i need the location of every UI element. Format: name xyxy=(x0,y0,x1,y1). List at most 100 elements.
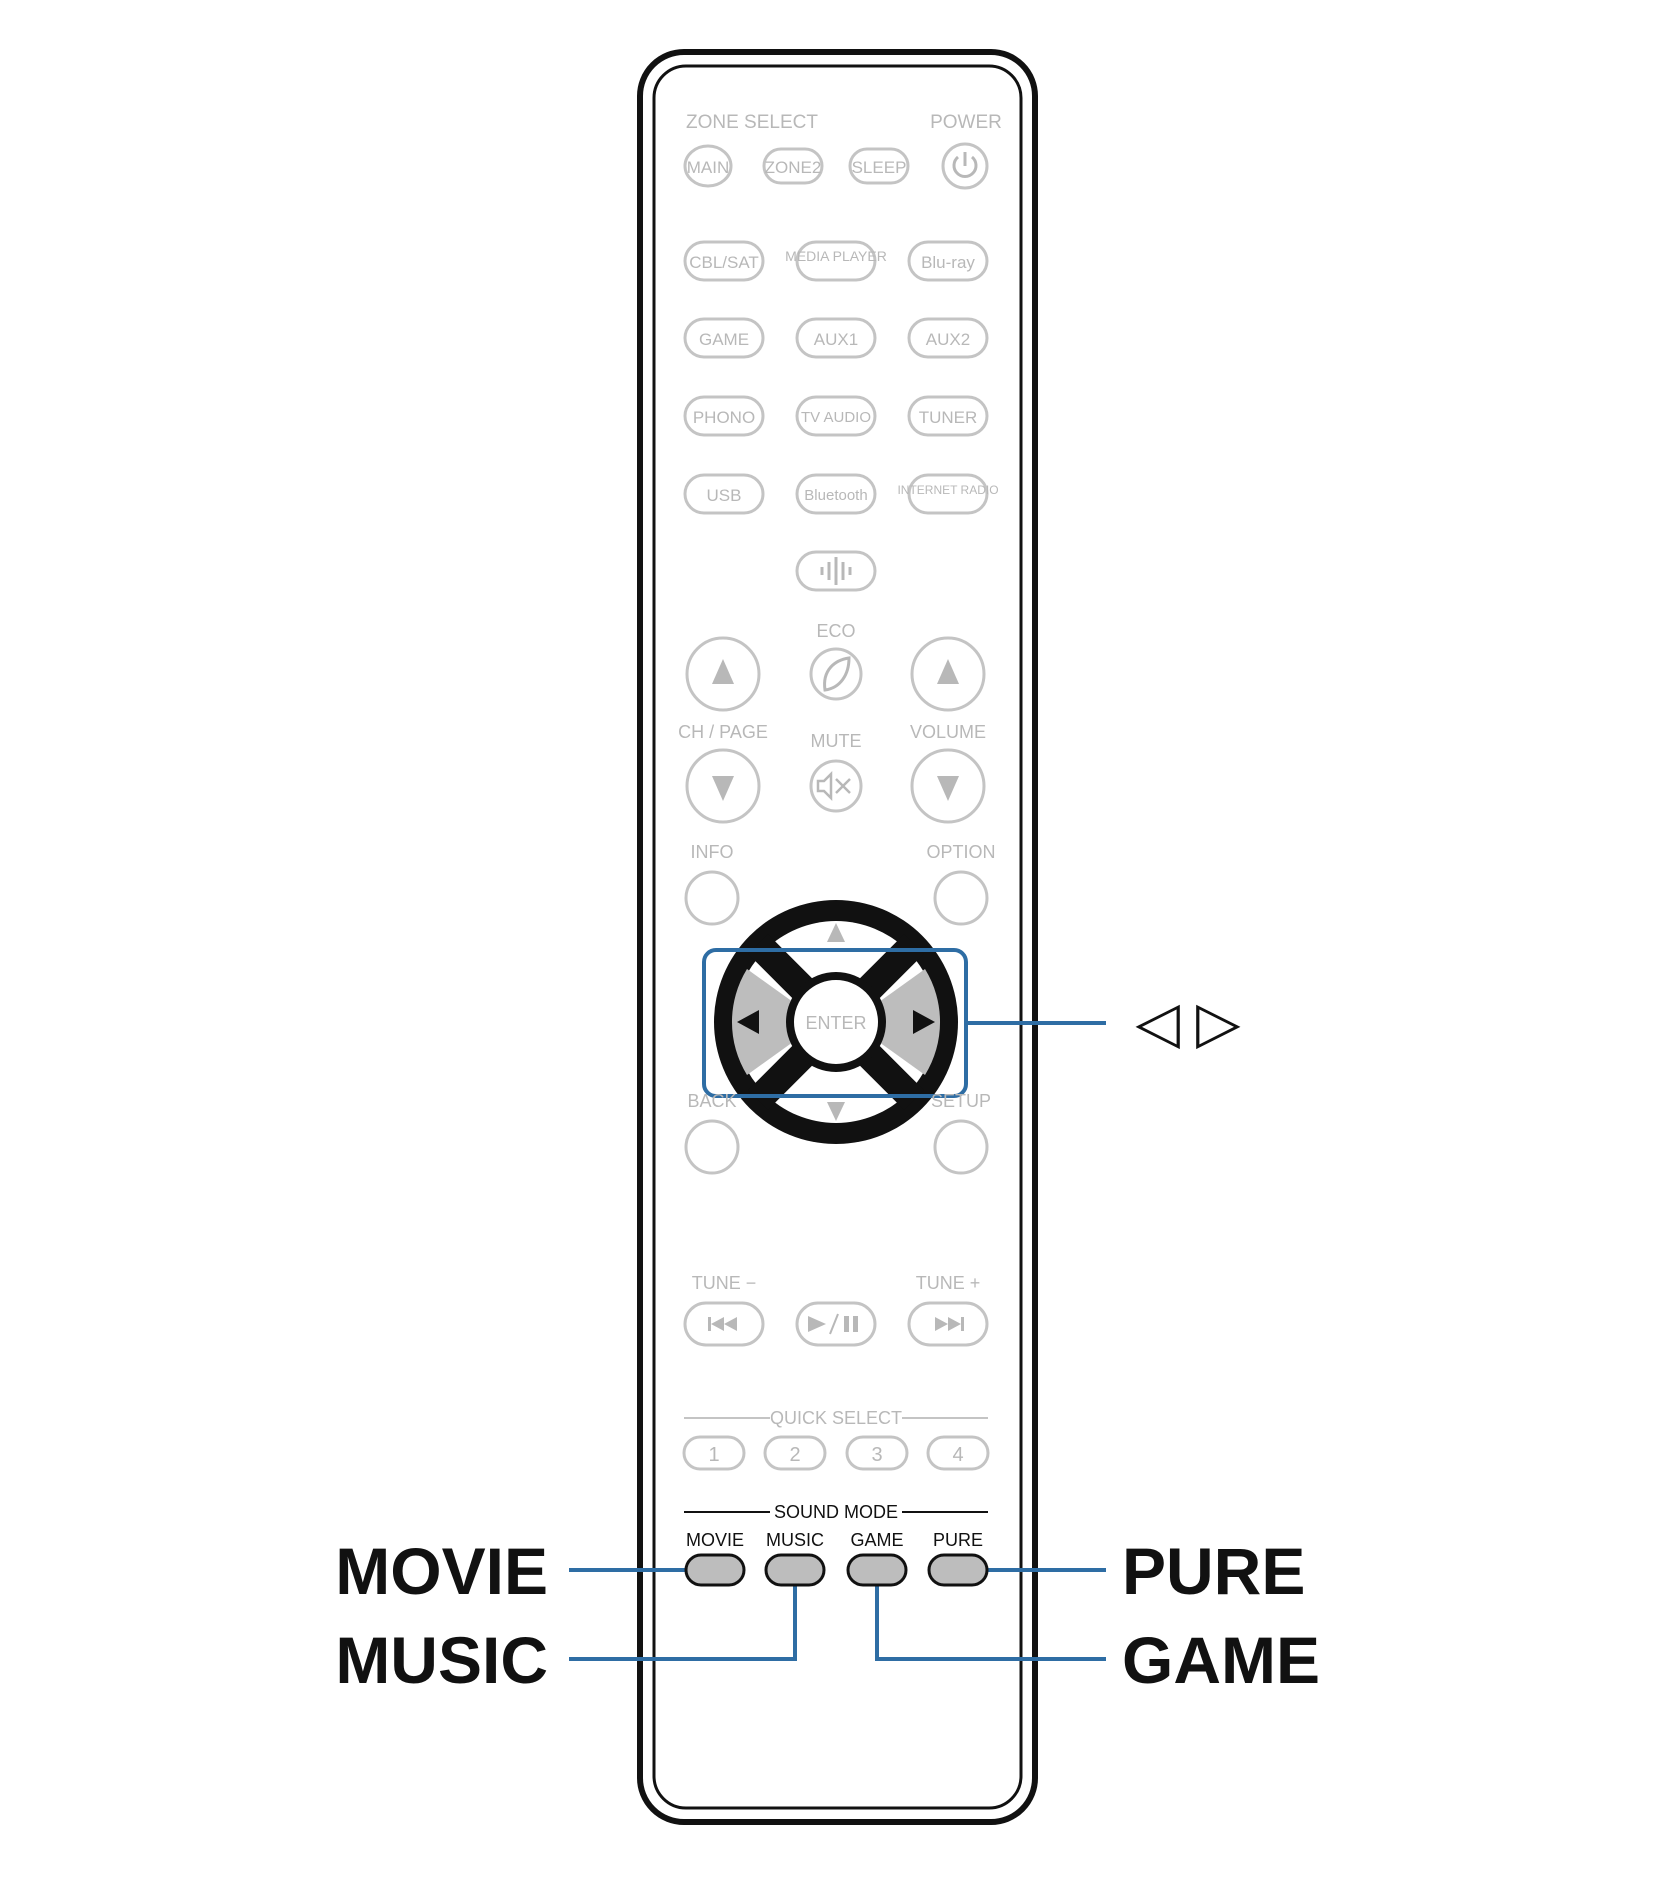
source-button-bluray[interactable]: Blu-ray xyxy=(907,240,989,282)
svg-text:SLEEP: SLEEP xyxy=(852,158,907,177)
mute-button[interactable] xyxy=(809,759,863,813)
leaf-icon xyxy=(823,656,851,692)
svg-text:TUNER: TUNER xyxy=(919,408,978,427)
svg-text:PHONO: PHONO xyxy=(693,408,755,427)
svg-text:GAME: GAME xyxy=(699,330,749,349)
cursor-right-button[interactable] xyxy=(879,969,941,1075)
zone2-button[interactable]: ZONE2 xyxy=(762,147,824,185)
heos-button[interactable] xyxy=(795,550,877,592)
eco-label: ECO xyxy=(816,621,855,641)
info-label: INFO xyxy=(691,842,734,862)
tune-plus-label: TUNE + xyxy=(916,1273,981,1293)
arrow-up-icon xyxy=(827,923,845,942)
power-label: POWER xyxy=(930,112,1002,133)
ch-page-label: CH / PAGE xyxy=(678,722,768,742)
svg-text:MEDIA PLAYER: MEDIA PLAYER xyxy=(785,248,887,264)
channel-up-button[interactable] xyxy=(685,636,761,712)
play-pause-button[interactable] xyxy=(795,1301,877,1347)
mute-icon xyxy=(816,770,851,802)
option-label: OPTION xyxy=(926,842,995,862)
svg-text:4: 4 xyxy=(952,1444,963,1466)
movie-button[interactable] xyxy=(684,1553,746,1587)
power-button[interactable] xyxy=(941,142,989,190)
game-button[interactable] xyxy=(846,1553,908,1587)
source-button-tv-audio[interactable]: TV AUDIO xyxy=(795,395,877,437)
svg-text:AUX1: AUX1 xyxy=(814,330,858,349)
channel-down-button[interactable] xyxy=(685,748,761,824)
movie-callout: MOVIE xyxy=(335,1534,548,1608)
skip-back-button[interactable] xyxy=(683,1301,765,1347)
skip-back-icon xyxy=(708,1317,737,1331)
quick-select-1-button[interactable]: 1 xyxy=(682,1435,746,1471)
play-pause-icon xyxy=(808,1313,858,1335)
source-button-bluetooth[interactable]: Bluetooth xyxy=(795,473,877,515)
music-button[interactable] xyxy=(764,1553,826,1587)
cursor-symbols-callout: ◁ ▷ xyxy=(1135,990,1241,1055)
game-callout: GAME xyxy=(1122,1623,1320,1697)
cursor-left-button[interactable] xyxy=(731,969,793,1075)
quick-select-label: QUICK SELECT xyxy=(770,1408,902,1428)
back-button[interactable] xyxy=(684,1119,740,1175)
mute-label: MUTE xyxy=(811,731,862,751)
source-button-usb[interactable]: USB xyxy=(683,473,765,515)
back-label: BACK xyxy=(687,1091,736,1111)
skip-forward-icon xyxy=(935,1317,964,1331)
cursor-pad[interactable]: ENTER xyxy=(714,900,958,1144)
source-button-media-player[interactable]: MEDIA PLAYER xyxy=(785,240,887,282)
movie-button-label: MOVIE xyxy=(686,1530,744,1550)
quick-select-2-button[interactable]: 2 xyxy=(763,1435,827,1471)
svg-text:Blu-ray: Blu-ray xyxy=(921,253,975,272)
quick-select-4-button[interactable]: 4 xyxy=(926,1435,990,1471)
svg-text:AUX2: AUX2 xyxy=(926,330,970,349)
zone-select-label: ZONE SELECT xyxy=(686,112,818,133)
svg-text:3: 3 xyxy=(871,1444,882,1466)
music-callout: MUSIC xyxy=(335,1623,548,1697)
setup-label: SETUP xyxy=(931,1091,991,1111)
svg-text:ZONE2: ZONE2 xyxy=(765,158,822,177)
remote-inner-body xyxy=(652,64,1023,1810)
source-button-phono[interactable]: PHONO xyxy=(683,395,765,437)
svg-text:INTERNET RADIO: INTERNET RADIO xyxy=(897,483,998,497)
volume-down-button[interactable] xyxy=(910,748,986,824)
svg-text:1: 1 xyxy=(708,1444,719,1466)
triangle-up-icon xyxy=(712,659,734,684)
quick-select-3-button[interactable]: 3 xyxy=(845,1435,909,1471)
volume-label: VOLUME xyxy=(910,722,986,742)
svg-text:MAIN: MAIN xyxy=(687,158,730,177)
tune-minus-label: TUNE − xyxy=(692,1273,757,1293)
source-button-aux1[interactable]: AUX1 xyxy=(795,317,877,359)
arrow-down-icon xyxy=(827,1102,845,1121)
svg-text:Bluetooth: Bluetooth xyxy=(804,487,867,504)
music-button-label: MUSIC xyxy=(766,1530,824,1550)
volume-up-button[interactable] xyxy=(910,636,986,712)
sleep-button[interactable]: SLEEP xyxy=(848,147,910,185)
arrow-left-icon xyxy=(737,1010,759,1034)
pure-button-label: PURE xyxy=(933,1530,983,1550)
pure-button[interactable] xyxy=(927,1553,989,1587)
svg-text:TV AUDIO: TV AUDIO xyxy=(801,409,871,426)
source-button-game[interactable]: GAME xyxy=(683,317,765,359)
info-button[interactable] xyxy=(684,870,740,926)
eco-button[interactable] xyxy=(809,647,863,701)
source-button-cbl-sat[interactable]: CBL/SAT xyxy=(683,240,765,282)
main-button[interactable]: MAIN xyxy=(683,144,733,188)
sound-mode-label: SOUND MODE xyxy=(774,1502,898,1522)
power-icon xyxy=(952,152,978,178)
svg-text:◁ ▷: ◁ ▷ xyxy=(1135,990,1241,1055)
option-button[interactable] xyxy=(933,870,989,926)
svg-text:2: 2 xyxy=(789,1444,800,1466)
heos-icon xyxy=(820,557,852,585)
source-button-tuner[interactable]: TUNER xyxy=(907,395,989,437)
source-button-aux2[interactable]: AUX2 xyxy=(907,317,989,359)
source-button-internet-radio[interactable]: INTERNET RADIO xyxy=(897,473,999,515)
arrow-right-icon xyxy=(913,1010,935,1034)
callout-lines xyxy=(569,1568,1106,1661)
svg-text:CBL/SAT: CBL/SAT xyxy=(689,253,759,272)
triangle-up-icon xyxy=(937,659,959,684)
pure-callout: PURE xyxy=(1122,1534,1305,1608)
setup-button[interactable] xyxy=(933,1119,989,1175)
skip-forward-button[interactable] xyxy=(907,1301,989,1347)
enter-button[interactable] xyxy=(786,972,886,1072)
triangle-down-icon xyxy=(937,776,959,801)
game-button-label: GAME xyxy=(850,1530,903,1550)
